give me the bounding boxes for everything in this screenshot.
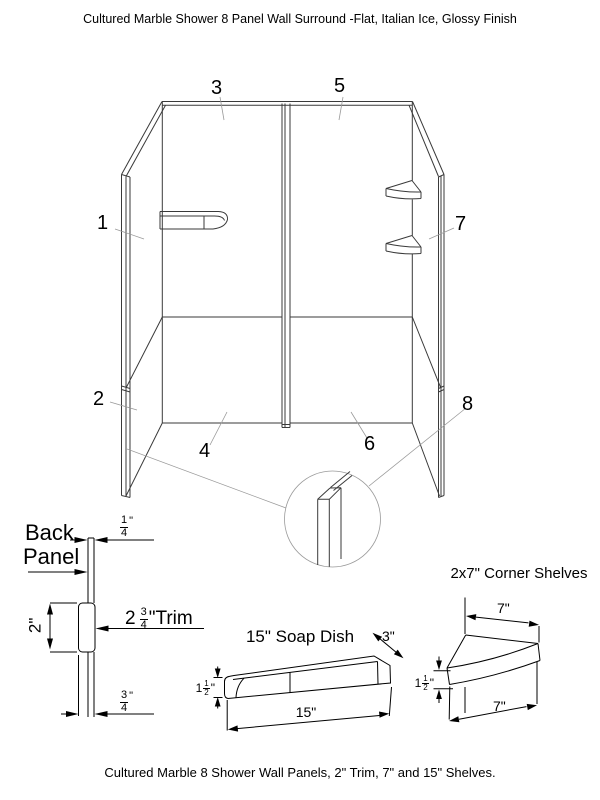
back-panel-detail [28,537,204,717]
panel-label-6: 6 [364,433,376,455]
panel-label-5: 5 [334,75,346,97]
upper-corner-shelf-shape [385,180,422,200]
panel-label-4: 4 [199,440,211,462]
soap-dish-title: 15" Soap Dish [245,627,355,646]
back-panel-label-line2: Panel [23,544,80,569]
soap-dish-detail [213,632,404,732]
trim-detail [317,471,353,567]
panel-label-7: 7 [455,213,467,235]
soap-dish-length-dim: 15" [295,704,317,720]
back-panel-label-line1: Back [25,520,74,545]
page-caption: Cultured Marble 8 Shower Wall Panels, 2"… [104,765,496,780]
surround-drawing [121,101,445,498]
corner-shelf-bottom-dim: 7" [493,698,506,714]
back-panel-arrowheads [47,537,109,717]
panel-label-2: 2 [93,388,105,410]
soap-dish-arrowheads [214,632,404,732]
panel-label-8: 8 [462,393,474,415]
page-title: Cultured Marble Shower 8 Panel Wall Surr… [83,12,517,26]
soap-dish-depth-dim: 3" [382,628,395,644]
trim-height-dim: 2" [25,617,45,634]
panel-label-1: 1 [97,212,109,234]
soap-dish-shape [159,211,229,230]
corner-shelves-arrowheads [436,614,539,723]
corner-shelf-top-dim: 7" [497,600,510,616]
corner-shelves-title: 2x7" Corner Shelves [450,565,588,582]
panel-label-3: 3 [211,77,223,99]
lower-corner-shelf-shape [385,235,422,255]
leader-lines [109,96,467,568]
corner-shelves-detail [433,597,541,723]
detail-circle [284,470,381,568]
